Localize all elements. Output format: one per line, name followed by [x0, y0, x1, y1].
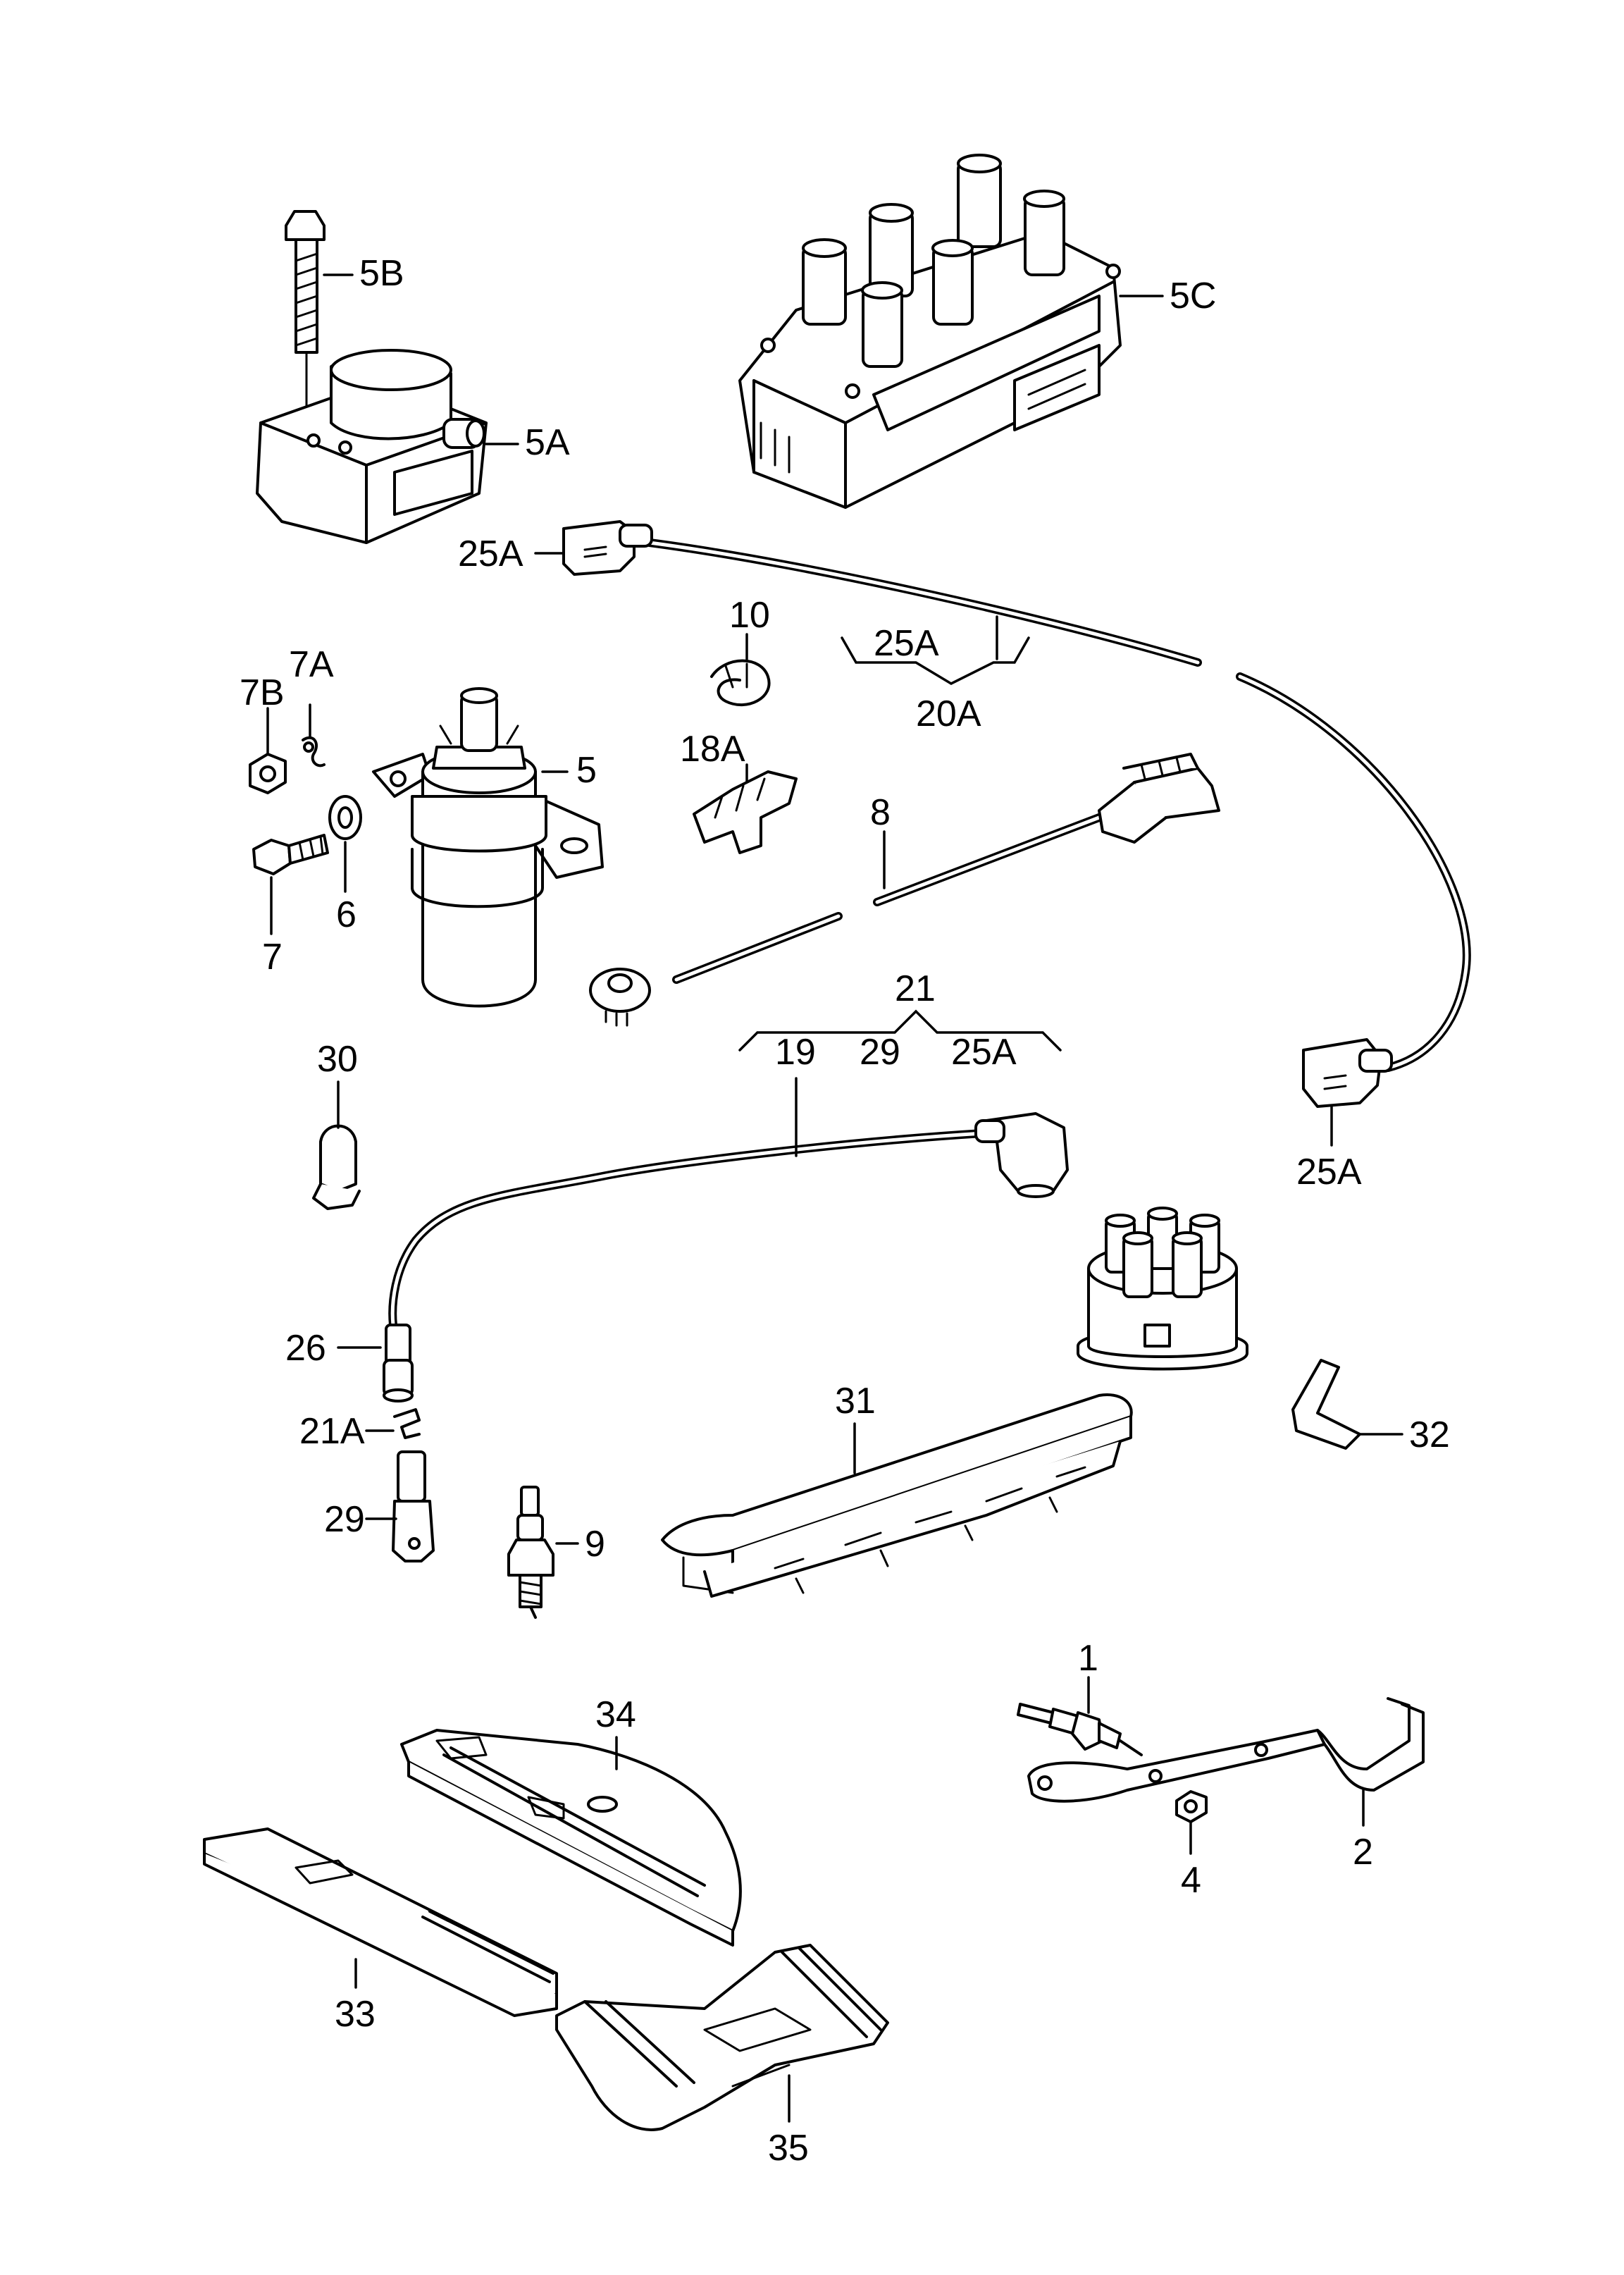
- washer-6: [328, 795, 362, 840]
- screw-7: [252, 834, 329, 875]
- label-9: 9: [585, 1524, 605, 1565]
- clip-7A: [302, 736, 326, 767]
- leader-lines: [266, 273, 1403, 2123]
- label-6: 6: [336, 894, 357, 935]
- connector-29: [392, 1450, 435, 1562]
- label-25A-group: 25A: [951, 1032, 1017, 1073]
- label-25A-right: 25A: [1296, 1152, 1362, 1192]
- cover-35: [555, 1944, 889, 2131]
- ignition-lead-25A-long: [645, 538, 1471, 1072]
- plug-connector-25A-lead19: [974, 1112, 1069, 1198]
- label-2: 2: [1353, 1832, 1373, 1873]
- label-25A-mid: 25A: [874, 623, 939, 664]
- ignition-coil-5: [372, 687, 604, 1008]
- clip-21A: [393, 1408, 421, 1439]
- label-21: 21: [895, 968, 936, 1009]
- bracket-18A: [693, 770, 798, 854]
- label-34: 34: [595, 1694, 636, 1735]
- cover-31: [661, 1393, 1133, 1598]
- label-5C: 5C: [1170, 276, 1216, 316]
- label-5: 5: [576, 750, 597, 791]
- nut-4: [1175, 1790, 1208, 1823]
- label-32: 32: [1409, 1414, 1450, 1455]
- bracket-32: [1291, 1359, 1361, 1450]
- ignition-module-5C: [738, 154, 1122, 509]
- label-18A: 18A: [680, 729, 745, 770]
- cover-34: [400, 1729, 742, 1947]
- label-29: 29: [324, 1499, 365, 1540]
- bracket-2: [1027, 1697, 1425, 1803]
- sensor-8-connector: [1098, 753, 1220, 844]
- label-29-group: 29: [860, 1032, 900, 1073]
- clip-30: [312, 1124, 361, 1210]
- label-7B: 7B: [240, 672, 285, 713]
- plug-connector-25A-right: [1302, 1038, 1393, 1108]
- label-30: 30: [317, 1039, 358, 1080]
- label-31: 31: [835, 1381, 876, 1422]
- distributor-cap: [1077, 1207, 1248, 1371]
- cover-33: [203, 1827, 558, 2017]
- label-4: 4: [1181, 1860, 1201, 1901]
- label-5A: 5A: [525, 422, 570, 463]
- label-5B: 5B: [359, 253, 404, 294]
- label-7A: 7A: [289, 644, 334, 685]
- label-35: 35: [768, 2128, 809, 2169]
- sensor-8-head: [589, 968, 651, 1027]
- glow-plug-1: [1017, 1703, 1143, 1756]
- label-1: 1: [1078, 1638, 1098, 1679]
- plug-connector-25A-top: [562, 520, 653, 576]
- label-21A: 21A: [299, 1411, 365, 1452]
- plug-connector-26: [383, 1324, 414, 1402]
- sensor-lead-8: [672, 813, 1103, 984]
- ignition-lead-19: [388, 1129, 987, 1329]
- part-labels: 5B 5A 5C 25A 10 25A 20A 7A 7B 5 18A 8 6 …: [240, 253, 1450, 2169]
- spark-plug-9: [507, 1486, 554, 1619]
- label-19: 19: [775, 1032, 816, 1073]
- ignition-coil-5A: [256, 349, 488, 544]
- label-33: 33: [335, 1994, 376, 2035]
- label-26: 26: [285, 1328, 326, 1369]
- label-25A-top: 25A: [458, 534, 523, 574]
- label-10: 10: [729, 595, 770, 636]
- label-20A: 20A: [916, 693, 981, 734]
- label-8: 8: [870, 792, 891, 833]
- label-7: 7: [262, 937, 283, 978]
- bolt-5B: [285, 210, 326, 452]
- nut-7B: [249, 753, 287, 794]
- clip-10: [710, 659, 771, 706]
